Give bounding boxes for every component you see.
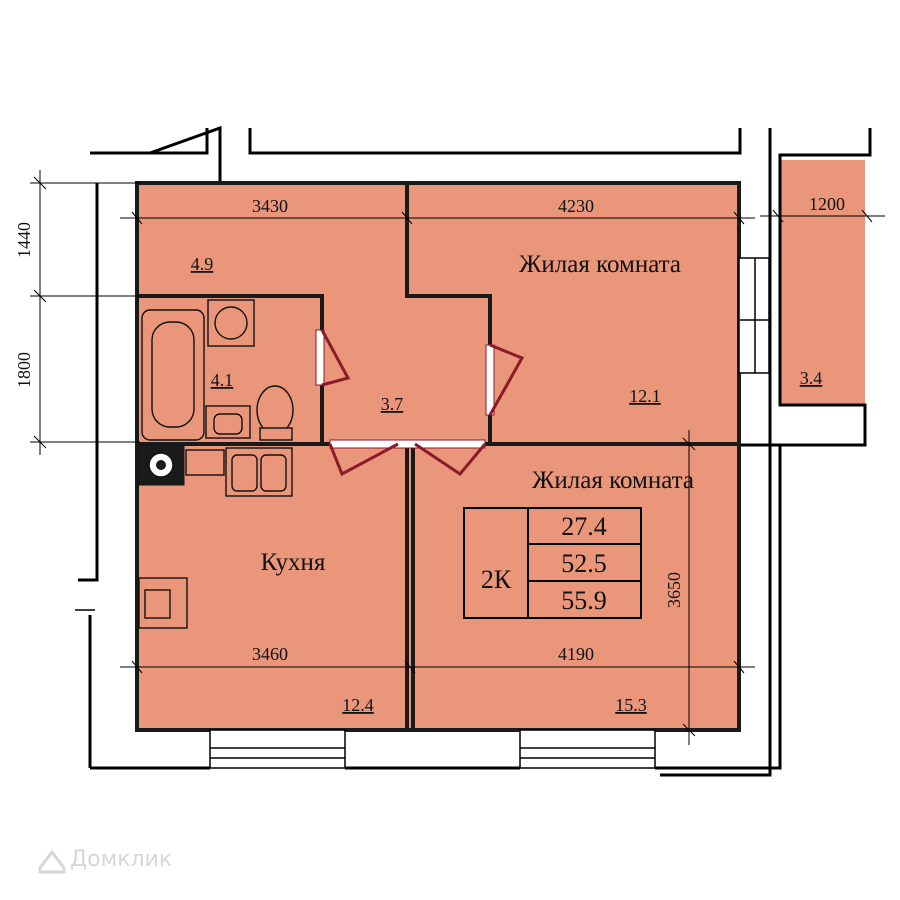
balcony-fill <box>779 160 865 405</box>
bathroom-top-wall <box>137 294 324 330</box>
bathroom-door-gap <box>315 329 325 386</box>
fixtures <box>137 299 294 629</box>
washing-machine-drum <box>214 306 248 340</box>
bathroom-area: 4.1 <box>211 370 234 390</box>
dim-bottom-left: 3460 <box>252 644 288 664</box>
dim-tick <box>33 289 47 303</box>
dim-tick <box>33 435 47 449</box>
dim-right-height: 3650 <box>664 572 684 608</box>
bathroom-door-swing <box>320 329 351 387</box>
home-logo-icon <box>38 849 66 874</box>
toilet-tank <box>259 427 293 441</box>
dim-tick <box>404 660 416 674</box>
dim-left-upper: 1440 <box>14 222 34 258</box>
kitchen-window <box>209 729 346 769</box>
dim-tick <box>401 211 413 225</box>
kitchen-name: Кухня <box>261 549 326 576</box>
kitchen-sink-bowl-left <box>231 454 258 492</box>
wall-top-left <box>90 128 209 155</box>
dimension-lines <box>30 170 885 745</box>
dim-tick <box>682 723 696 737</box>
summary-outer <box>463 507 642 619</box>
wall-bottom-right <box>655 445 782 770</box>
corridor-fill <box>320 296 407 444</box>
dim-tick <box>131 211 143 225</box>
dim-tick <box>682 437 696 451</box>
dimension-labels: 3430 4230 1200 3460 4190 1440 1800 3650 <box>14 194 845 664</box>
room-labels: Жилая комната Жилая комната Кухня 4.9 4.… <box>191 251 823 715</box>
living-room-top-fill <box>407 183 739 445</box>
living-top-door-gap <box>485 344 495 416</box>
wall-top <box>248 128 742 155</box>
dim-tick <box>131 660 143 674</box>
living-room-bottom-name: Жилая комната <box>532 467 694 494</box>
living-bottom-door-swing <box>414 442 487 476</box>
dim-tick <box>733 660 745 674</box>
living-area-value: 27.4 <box>561 512 607 541</box>
total-area-value: 52.5 <box>561 549 607 578</box>
hall-area: 4.9 <box>191 254 214 274</box>
sink-basin <box>213 413 243 435</box>
bathtub-inner <box>151 321 195 428</box>
living-room-top-area: 12.1 <box>629 386 661 406</box>
dim-tick <box>733 211 745 225</box>
dim-balcony: 1200 <box>809 194 845 214</box>
dim-tick <box>33 176 47 190</box>
outer-room-outline <box>135 181 741 732</box>
living-room-bottom-area: 15.3 <box>615 695 647 715</box>
living-window <box>519 729 656 769</box>
dim-tick <box>772 209 784 223</box>
doors <box>315 329 525 477</box>
wall-right-balcony <box>660 128 872 777</box>
dim-top-right: 4230 <box>558 196 594 216</box>
stove-burner-center <box>156 460 166 470</box>
dim-top-left: 3430 <box>252 196 288 216</box>
kitchen-area: 12.4 <box>342 695 374 715</box>
balcony-door-window <box>738 257 770 374</box>
total-with-balcony-value: 55.9 <box>561 586 607 615</box>
area-summary-box: 2К 27.4 52.5 55.9 <box>463 507 642 619</box>
living-top-left-wall <box>405 183 492 345</box>
hall-fill <box>137 183 407 298</box>
apartment-type: 2К <box>481 565 512 594</box>
dim-bottom-right: 4190 <box>558 644 594 664</box>
balcony-area: 3.4 <box>800 368 823 388</box>
fridge-inner <box>144 589 171 619</box>
living-room-top-name: Жилая комната <box>519 251 681 278</box>
kitchen-door-gap <box>329 439 486 449</box>
windows <box>209 257 770 769</box>
watermark-text: Домклик <box>70 847 172 872</box>
corridor-area: 3.7 <box>381 394 404 414</box>
wall-left-upper <box>78 183 99 582</box>
kitchen-sink-bowl-right <box>260 454 287 492</box>
toilet-icon <box>256 385 294 435</box>
interior-walls <box>135 181 741 732</box>
watermark: Домклик <box>38 847 172 874</box>
living-top-door-swing <box>488 343 525 416</box>
wall-top-left-angle <box>149 125 222 183</box>
walls <box>75 125 872 777</box>
dim-left-lower: 1800 <box>14 352 34 388</box>
dim-tick <box>861 209 873 223</box>
boiler-icon <box>185 449 225 476</box>
kitchen-door-swing <box>328 442 399 477</box>
